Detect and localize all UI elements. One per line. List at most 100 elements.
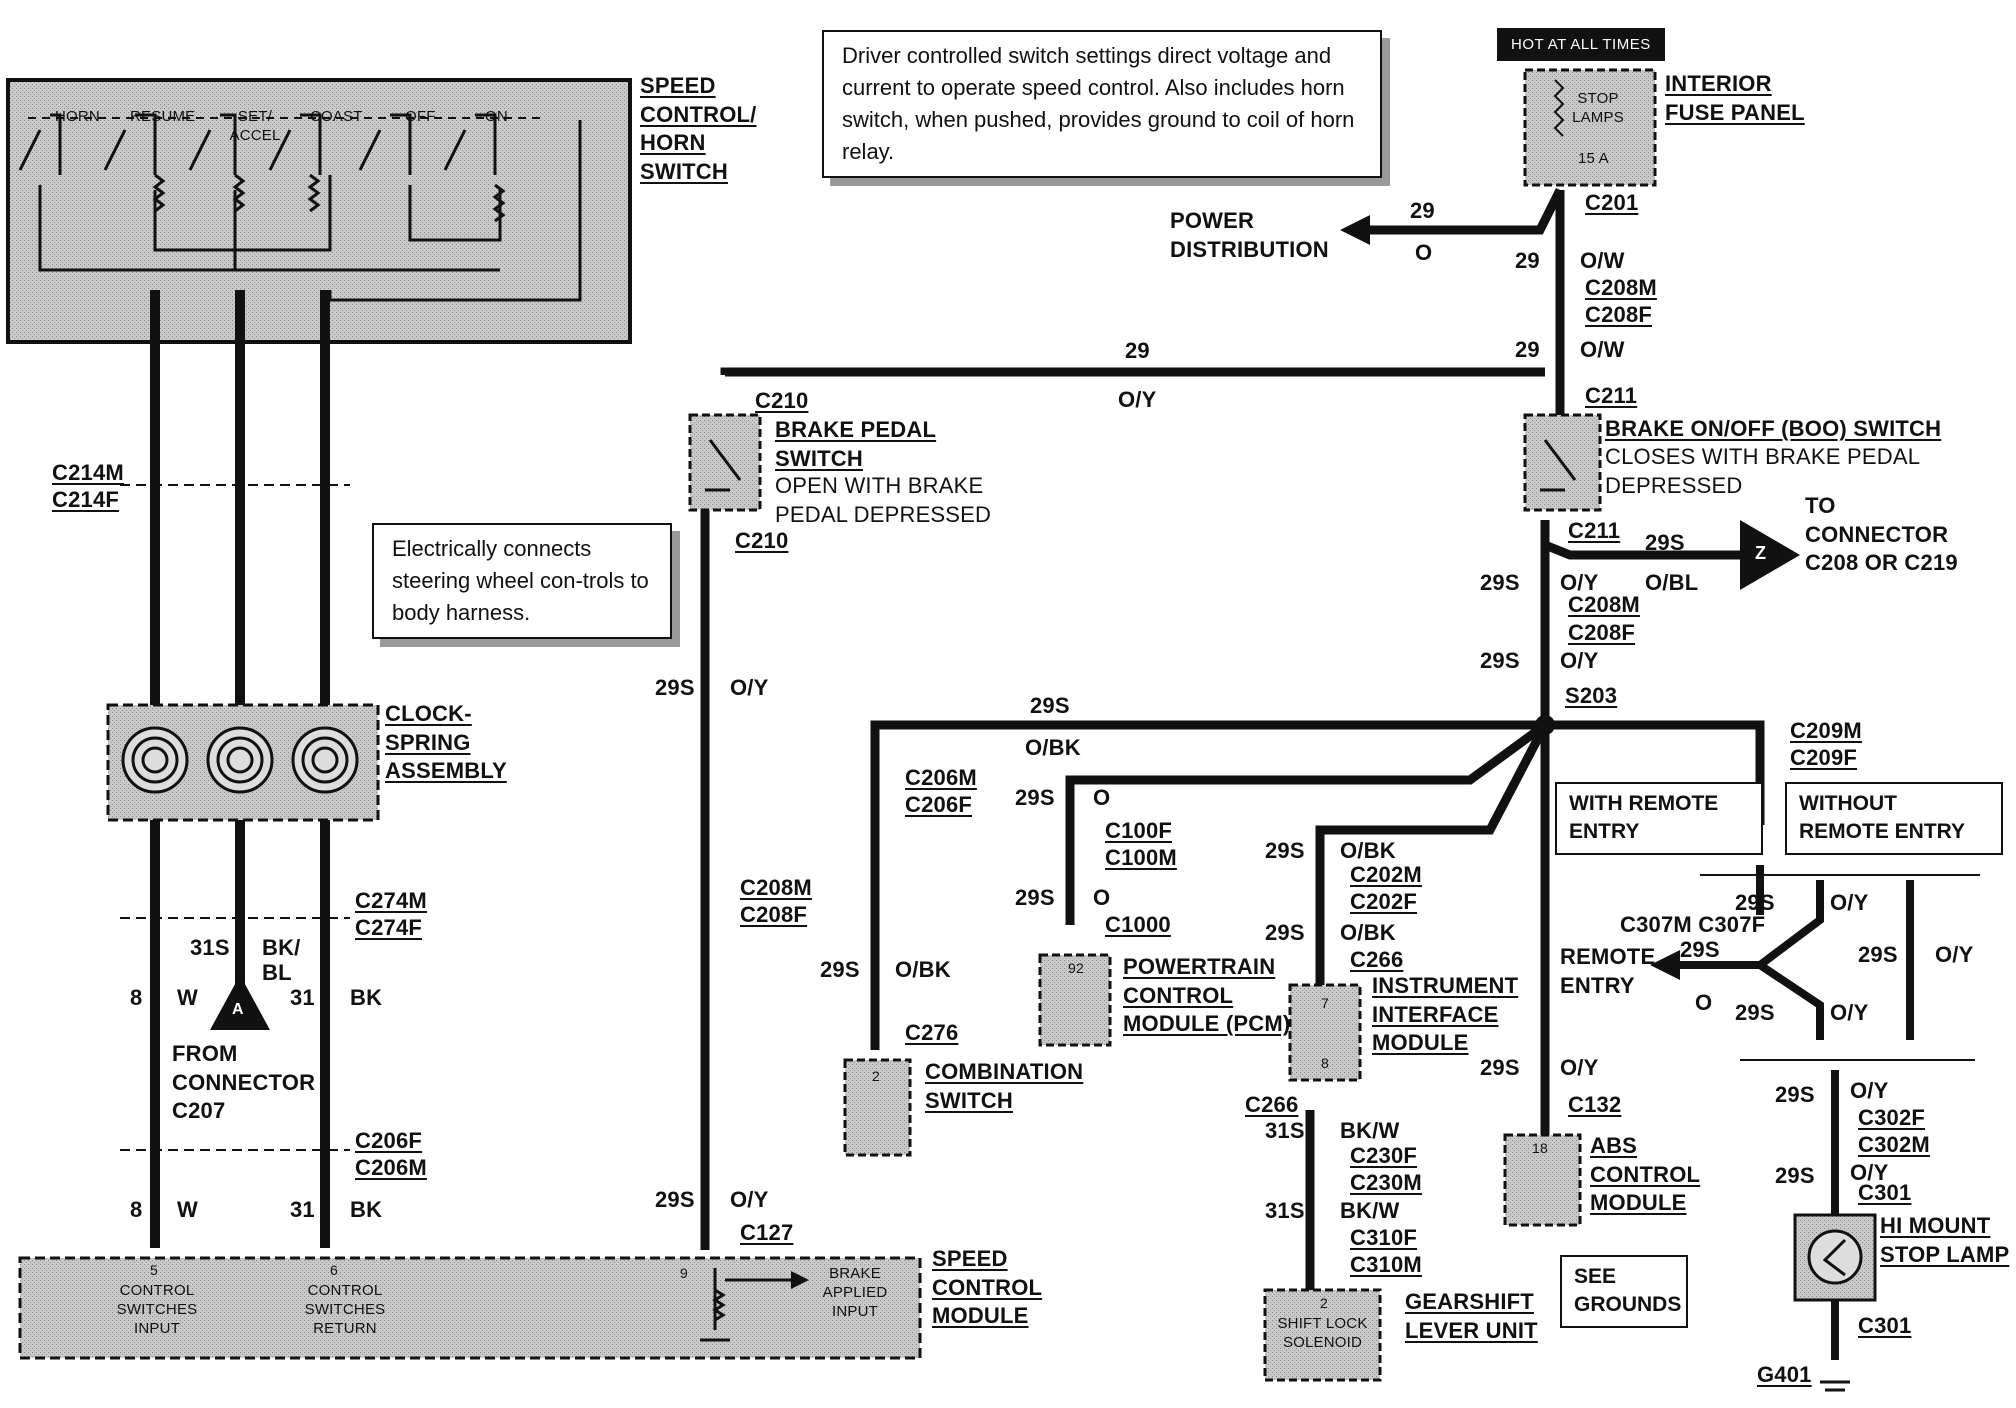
remote-entry-arrow bbox=[1650, 950, 1680, 980]
interior-fuse-box bbox=[1523, 68, 1657, 187]
connector-c208m-mid-right: C208M bbox=[1568, 592, 1640, 617]
remote-entry-wires bbox=[1660, 865, 1914, 1360]
wire-29s-remote-lower: 29S bbox=[1735, 1000, 1775, 1025]
connector-c214f: C214F bbox=[52, 487, 120, 512]
connector-c310f: C310F bbox=[1350, 1225, 1418, 1250]
wire-31-lower: 31 bbox=[290, 1197, 315, 1222]
wire-29s-pcm-upper: 29S bbox=[1015, 785, 1055, 810]
iim-label: INSTRUMENT INTERFACE MODULE bbox=[1372, 973, 1519, 1056]
connector-c230f: C230F bbox=[1350, 1143, 1418, 1168]
connector-c206f-bottom: C206F bbox=[355, 1128, 423, 1153]
wire-o-y-brake-bus: O/Y bbox=[1118, 387, 1157, 412]
combination-switch-label: COMBINATION SWITCH bbox=[925, 1059, 1084, 1113]
clockspring-coils bbox=[121, 726, 359, 794]
wire-29-power: 29 bbox=[1410, 198, 1435, 223]
connector-a-label: A bbox=[232, 1001, 244, 1018]
wire-o-bk-horizontal: O/BK bbox=[1025, 735, 1081, 760]
speed-control-module-label: SPEED CONTROL MODULE bbox=[932, 1246, 1043, 1329]
connector-c127: C127 bbox=[740, 1220, 794, 1245]
wire-o-y-hi-mount-lower: O/Y bbox=[1850, 1160, 1889, 1185]
wire-bk-bl: BK/ BL bbox=[262, 935, 301, 986]
connector-c202f: C202F bbox=[1350, 889, 1418, 914]
switch-setting-resume: RESUME bbox=[130, 108, 196, 125]
scm-input-label: CONTROL SWITCHES INPUT bbox=[116, 1282, 198, 1337]
speed-control-switch-callout: Driver controlled switch settings direct… bbox=[822, 30, 1382, 178]
scm-pin-brake: 9 bbox=[680, 1265, 688, 1281]
wire-29s-to-z: 29S bbox=[1645, 530, 1685, 555]
connector-c276: C276 bbox=[905, 1020, 959, 1045]
wire-29s-pcm-lower: 29S bbox=[1015, 885, 1055, 910]
connector-c211-bottom: C211 bbox=[1568, 518, 1621, 543]
wire-29s-iim-upper: 29S bbox=[1265, 838, 1305, 863]
power-distribution-arrow bbox=[1340, 215, 1370, 245]
gearshift-lever-label: GEARSHIFT LEVER UNIT bbox=[1405, 1289, 1538, 1343]
wire-29s-abs: 29S bbox=[1480, 1055, 1520, 1080]
connector-c100f: C100F bbox=[1105, 818, 1173, 843]
wire-o-y-bus-lower: O/Y bbox=[1560, 648, 1599, 673]
wire-29s-combination: 29S bbox=[820, 957, 860, 982]
wire-29s-brake-pedal-lower: 29S bbox=[655, 1187, 695, 1212]
wire-31s-bk-bl: 31S bbox=[190, 935, 230, 960]
wire-o-pcm-lower: O bbox=[1093, 885, 1111, 910]
without-remote-entry-label: WITHOUT REMOTE ENTRY bbox=[1785, 782, 2003, 855]
wire-bk-w-gearshift-upper: BK/W bbox=[1340, 1118, 1400, 1143]
wire-29s-horizontal: 29S bbox=[1030, 693, 1070, 718]
wire-o-y-brake-pedal-lower: O/Y bbox=[730, 1187, 769, 1212]
connector-c307: C307M C307F bbox=[1620, 912, 1766, 937]
wire-o-y-bus-upper: O/Y bbox=[1560, 570, 1599, 595]
connector-c301-top: C301 bbox=[1858, 1180, 1912, 1205]
ground-g401: G401 bbox=[1757, 1362, 1812, 1387]
connector-c211-top: C211 bbox=[1585, 383, 1638, 408]
connector-c202m: C202M bbox=[1350, 862, 1422, 887]
wire-o-remote: O bbox=[1695, 990, 1713, 1015]
fuse-label: STOP LAMPS bbox=[1572, 90, 1624, 126]
pcm-box bbox=[1038, 953, 1112, 1047]
switch-setting-on: ON bbox=[485, 108, 508, 125]
brake-pedal-switch-note: OPEN WITH BRAKE PEDAL DEPRESSED bbox=[775, 473, 992, 527]
wire-8-upper: 8 bbox=[130, 985, 143, 1010]
remote-entry-label: REMOTE ENTRY bbox=[1560, 944, 1656, 998]
o-y-wire-brake-pedal bbox=[700, 367, 1545, 1250]
remote-entry-brackets bbox=[1700, 874, 1980, 1061]
wire-o-y-abs: O/Y bbox=[1560, 1055, 1599, 1080]
connector-c210-top: C210 bbox=[755, 388, 809, 413]
see-grounds-label: SEE GROUNDS bbox=[1560, 1255, 1688, 1328]
iim-box bbox=[1288, 983, 1362, 1082]
connector-c206m-bottom: C206M bbox=[355, 1155, 427, 1180]
hi-mount-stop-lamp-label: HI MOUNT STOP LAMP bbox=[1880, 1213, 2010, 1267]
scm-brake-input-label: BRAKE APPLIED INPUT bbox=[822, 1265, 888, 1320]
connector-c266-bottom: C266 bbox=[1245, 1092, 1299, 1117]
wire-o-bk-combination: O/BK bbox=[895, 957, 951, 982]
to-connector-label: TO CONNECTOR C208 OR C219 bbox=[1805, 493, 1958, 576]
connector-c201: C201 bbox=[1585, 190, 1639, 215]
wire-29-brake-bus: 29 bbox=[1125, 338, 1150, 363]
connector-c208f-mid: C208F bbox=[740, 902, 808, 927]
scm-internal bbox=[700, 1268, 809, 1342]
iim-pin-bottom: 8 bbox=[1321, 1055, 1329, 1071]
wire-31s-gearshift-lower: 31S bbox=[1265, 1198, 1305, 1223]
wire-31s-gearshift-upper: 31S bbox=[1265, 1118, 1305, 1143]
wire-o-w-fuse-out: O/W bbox=[1580, 248, 1625, 273]
abs-box bbox=[1503, 1133, 1582, 1227]
wire-o-y-remote-lower: O/Y bbox=[1830, 1000, 1869, 1025]
connector-c274m: C274M bbox=[355, 888, 427, 913]
clockspring-callout: Electrically connects steering wheel con… bbox=[372, 523, 672, 639]
wire-31-upper: 31 bbox=[290, 985, 315, 1010]
connector-c206m-top: C206M bbox=[905, 765, 977, 790]
from-connector-label: FROM CONNECTOR C207 bbox=[172, 1041, 316, 1124]
speed-control-horn-switch-label: SPEED CONTROL/ HORN SWITCH bbox=[640, 73, 757, 184]
connector-c208m-top: C208M bbox=[1585, 275, 1657, 300]
connector-c100m: C100M bbox=[1105, 845, 1177, 870]
connector-c210-bottom: C210 bbox=[735, 528, 789, 553]
wire-w-lower: W bbox=[177, 1197, 198, 1222]
connector-z-label: Z bbox=[1755, 543, 1767, 563]
pcm-pin: 92 bbox=[1068, 960, 1084, 976]
wire-29s-brake-pedal-upper: 29S bbox=[655, 675, 695, 700]
shift-lock-pin: 2 bbox=[1320, 1295, 1328, 1311]
s203-splice bbox=[1535, 715, 1555, 735]
wire-29s-hi-mount-lower: 29S bbox=[1775, 1163, 1815, 1188]
wire-29s-remote-upper: 29S bbox=[1735, 890, 1775, 915]
wire-bk-upper: BK bbox=[350, 985, 383, 1010]
to-connector-z-arrow bbox=[1740, 520, 1800, 590]
